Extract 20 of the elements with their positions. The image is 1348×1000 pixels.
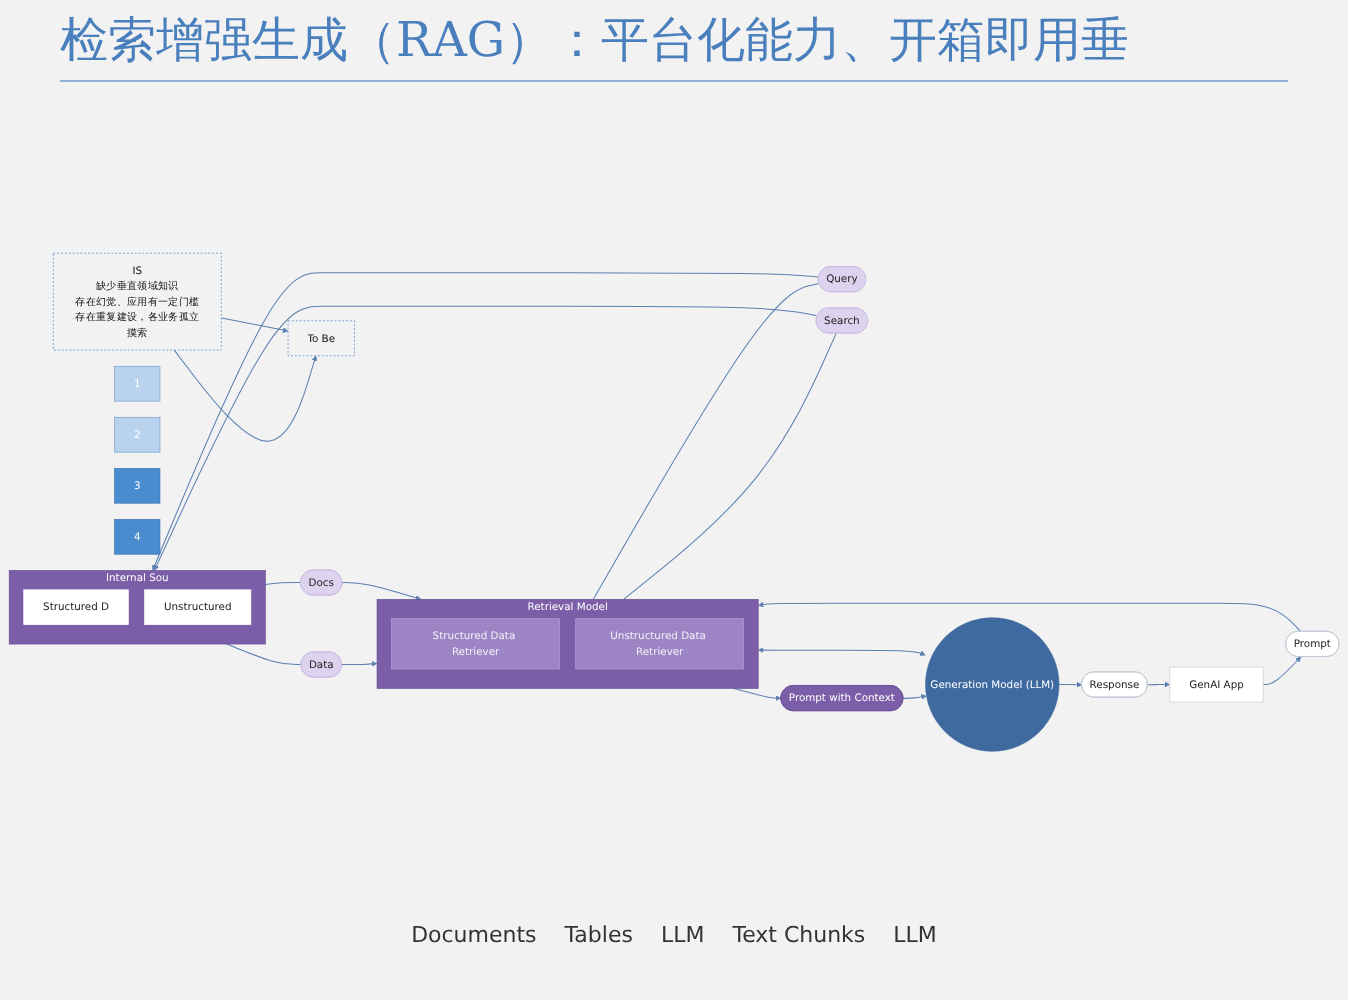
arrow xyxy=(757,647,926,656)
arrow xyxy=(1058,681,1083,688)
arrow xyxy=(220,317,289,333)
arrow xyxy=(757,601,1302,632)
picture-label: Text Chunks xyxy=(732,922,866,948)
arrow xyxy=(1147,681,1171,688)
arrow xyxy=(902,693,927,700)
arrow xyxy=(1262,656,1302,685)
picture-label: LLM xyxy=(893,922,937,948)
picture-label: LLM xyxy=(660,922,705,948)
title: 检索增强生成（RAG）：平台化能力、开箱即用垂 xyxy=(60,8,1288,82)
picture-label: Tables xyxy=(564,922,633,948)
connector xyxy=(623,332,837,600)
arrow xyxy=(733,687,782,701)
connector xyxy=(592,283,819,600)
connector xyxy=(264,581,302,585)
arrow xyxy=(341,581,422,601)
picture-label: Documents xyxy=(411,922,537,948)
connector xyxy=(226,643,302,665)
arrow xyxy=(341,660,378,667)
